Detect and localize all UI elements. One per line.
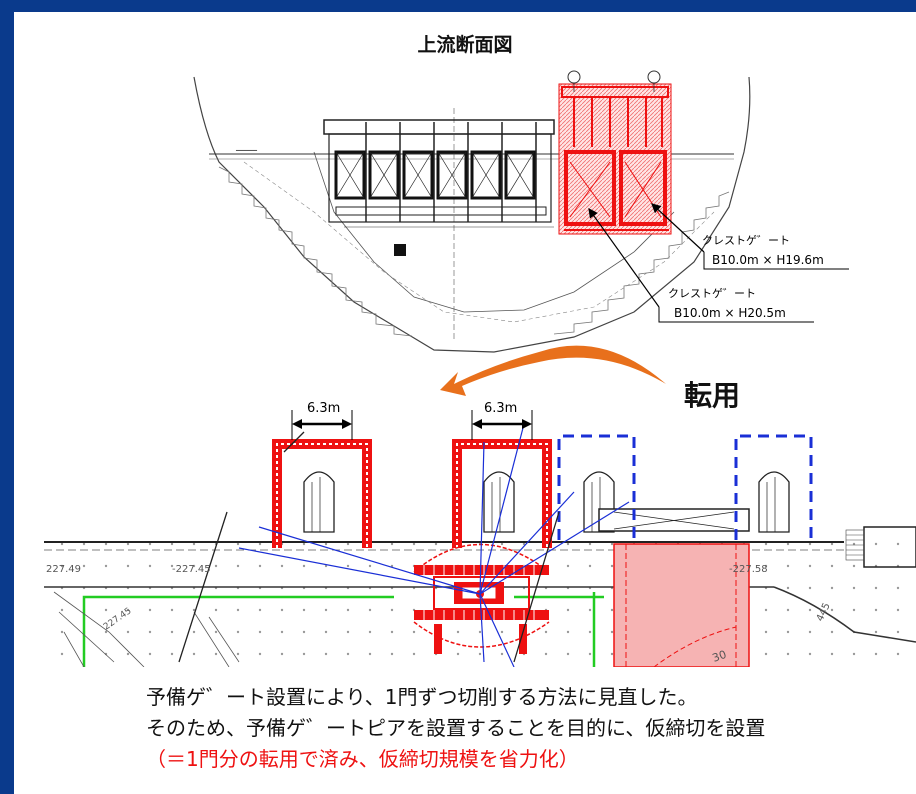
caption: 予備ゲ゛ート設置により、1門ずつ切削する方法に見直した。 そのため、予備ゲ゛ート… — [146, 682, 765, 775]
caption-line-3: （＝1門分の転用で済み、仮締切規模を省力化） — [146, 747, 579, 771]
dimension-label-1: 6.3m — [307, 401, 340, 416]
slide-frame: 上流断面図 ━━━━━━━ — [14, 12, 916, 794]
dimension-line-2 — [471, 410, 533, 440]
ground-label-3: -227.58 — [729, 564, 768, 575]
red-pier-frames — [272, 439, 552, 548]
transfer-label: 転用 — [684, 379, 740, 412]
existing-gates — [323, 119, 555, 256]
engineering-drawing: ━━━━━━━ — [44, 70, 916, 667]
dimension-label-2: 6.3m — [484, 401, 517, 416]
diagram-title: 上流断面図 — [417, 34, 513, 56]
svg-text:━━━━━━━: ━━━━━━━ — [235, 148, 258, 154]
callout-1-size: B10.0m × H19.6m — [712, 253, 824, 267]
caption-line-1: 予備ゲ゛ート設置により、1門ずつ切削する方法に見直した。 — [146, 685, 698, 709]
upstream-cross-section: ━━━━━━━ — [193, 70, 849, 353]
new-crest-gates — [558, 70, 672, 235]
caption-line-2: そのため、予備ゲ゛ートピアを設置することを目的に、仮締切を設置 — [146, 716, 766, 740]
callout-1-name: クレストゲ゛ート — [702, 234, 790, 247]
dimension-line-1 — [291, 410, 353, 440]
ground-label-1: 227.49 — [46, 564, 81, 575]
ground-label-6: 30 — [711, 648, 729, 665]
ground-label-2: -227.45 — [172, 564, 211, 575]
cofferdam-area — [613, 543, 750, 667]
valley-outline — [193, 76, 751, 353]
plan-view: 227.49 -227.45 -227.58 227.45 445 30 6 — [44, 401, 916, 667]
callout-2-size: B10.0m × H20.5m — [674, 306, 786, 320]
transfer-arrow — [440, 345, 666, 396]
callout-2-name: クレストゲ゛ート — [668, 287, 756, 300]
